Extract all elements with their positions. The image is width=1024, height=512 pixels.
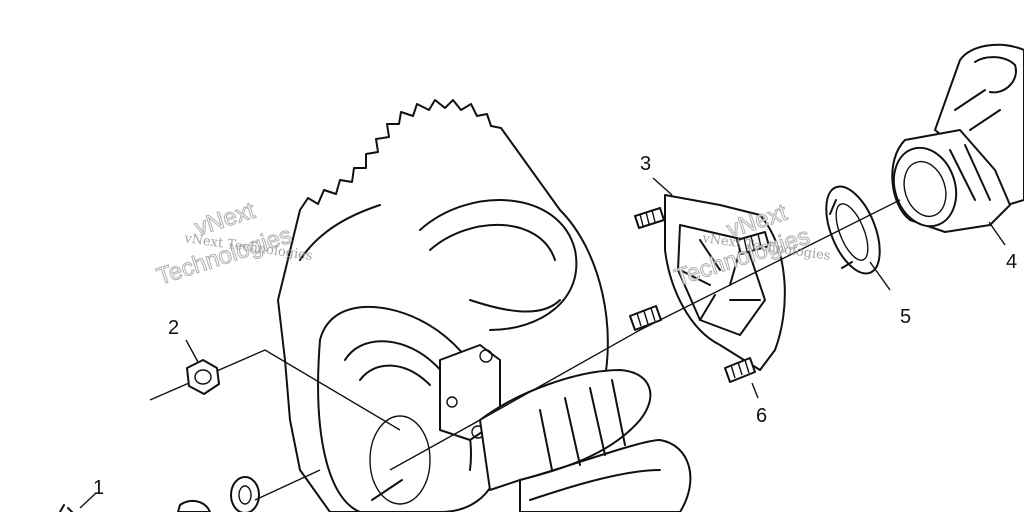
washer <box>230 469 321 512</box>
hub-flange <box>629 194 786 383</box>
seal-ring <box>825 185 881 275</box>
callout-5: 5 <box>900 306 911 328</box>
lug-nut <box>186 359 220 395</box>
leader-lines <box>79 177 1006 509</box>
spindle-knuckle <box>891 43 1024 233</box>
callout-4: 4 <box>1006 251 1017 273</box>
brake-drum-lower <box>479 369 692 512</box>
wheel-stud <box>724 357 756 383</box>
callout-1: 1 <box>93 477 104 499</box>
callout-6: 6 <box>756 405 767 427</box>
callout-3: 3 <box>640 153 651 175</box>
wheel-stud <box>634 207 665 229</box>
wheel-rim <box>317 305 501 512</box>
wheel-stud <box>629 305 662 331</box>
callout-2: 2 <box>168 317 179 339</box>
axle-centerline <box>389 199 901 471</box>
wheel-stud <box>736 231 770 255</box>
cotter-pin <box>59 499 211 512</box>
